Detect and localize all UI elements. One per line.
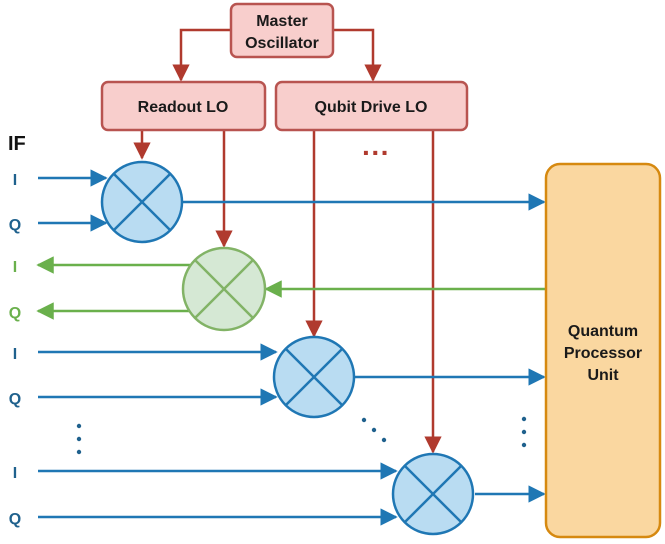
qpu-input-lines [183,193,546,503]
master-oscillator-label-1: Master [256,13,308,30]
qpu-label-1: Quantum [568,323,638,340]
qubit-drive-lo-block: Qubit Drive LO [274,80,469,132]
mixer-2-readout [181,246,267,332]
mixer-3 [272,335,356,419]
channel-4-q-label: Q [9,511,21,528]
master-oscillator-label-2: Oscillator [245,35,319,52]
master-to-qubit-line [333,28,382,82]
channel-1-q-label: Q [9,217,21,234]
lo-lines [133,28,442,454]
lo-ellipsis: ··· [362,137,390,168]
channel-2-i-label: I [13,259,17,276]
qpu-block: Quantum Processor Unit [544,162,662,539]
mixer-1 [100,160,184,244]
readout-return-lines [36,256,545,320]
channel-4-i-label: I [13,465,17,482]
if-input-lines [38,169,398,526]
qpu-label-2: Processor [564,345,642,362]
readout-lo-label: Readout LO [138,99,229,116]
qpu-ellipsis [521,416,527,448]
mixer-4 [391,452,475,536]
qubit-drive-lo-label: Qubit Drive LO [315,99,428,116]
master-oscillator-block: Master Oscillator [229,2,335,59]
channel-ellipsis [76,423,82,455]
if-label: IF [8,133,26,155]
channel-1-i-label: I [13,172,17,189]
channel-3-q-label: Q [9,391,21,408]
channel-2-q-label: Q [9,305,21,322]
master-to-readout-line [172,28,231,82]
mixer-ellipsis [361,417,387,443]
channel-3-i-label: I [13,346,17,363]
readout-lo-block: Readout LO [100,80,267,132]
qpu-label-3: Unit [587,367,619,384]
